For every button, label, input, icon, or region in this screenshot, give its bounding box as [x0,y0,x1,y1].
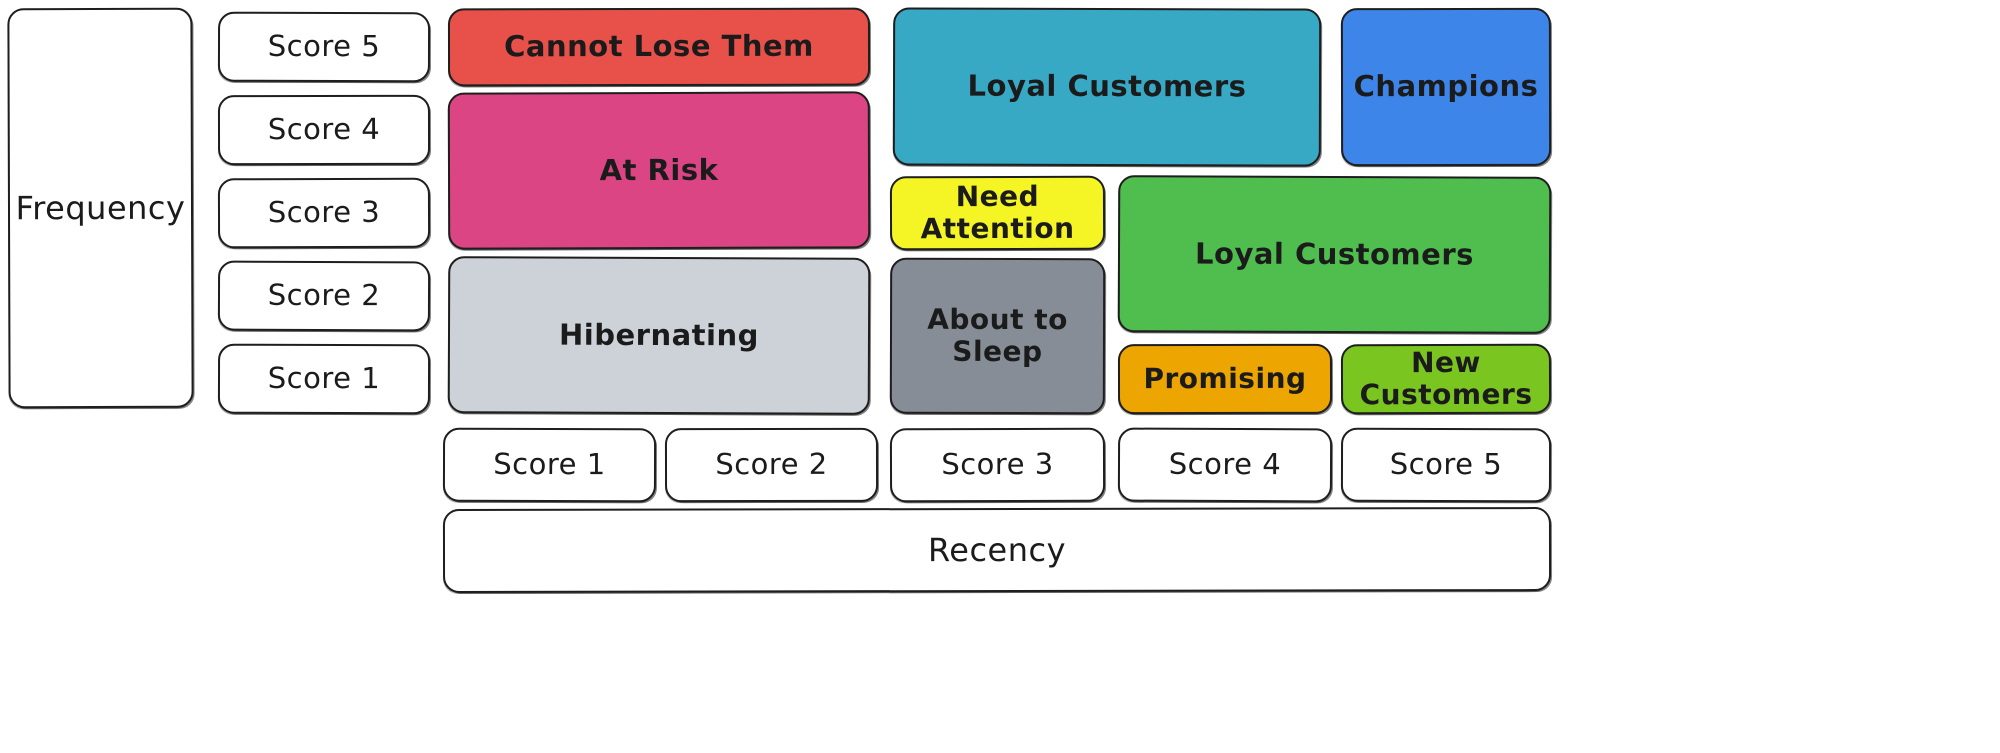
recency-score-1-label: Score 1 [493,447,606,482]
segment-champions-label: Champions [1353,69,1539,104]
segment-cannot-lose-them-label: Cannot Lose Them [504,29,814,64]
segment-loyal-customers-green[interactable]: Loyal Customers [1117,175,1552,334]
recency-axis-label-text: Recency [927,530,1067,569]
recency-score-3-label: Score 3 [941,447,1054,482]
recency-score-1[interactable]: Score 1 [442,427,657,503]
frequency-score-2[interactable]: Score 2 [217,260,431,332]
recency-axis-label: Recency [442,507,1552,593]
segment-need-attention[interactable]: Need Attention [889,175,1106,251]
segment-cannot-lose-them[interactable]: Cannot Lose Them [447,7,871,87]
frequency-score-4[interactable]: Score 4 [217,94,431,166]
segment-at-risk[interactable]: At Risk [447,91,871,250]
segment-promising[interactable]: Promising [1117,343,1333,415]
segment-hibernating[interactable]: Hibernating [447,256,871,415]
frequency-score-1[interactable]: Score 1 [217,343,431,415]
recency-score-5-label: Score 5 [1389,447,1503,482]
segment-hibernating-label: Hibernating [559,317,760,353]
recency-score-5[interactable]: Score 5 [1340,427,1552,503]
recency-score-3[interactable]: Score 3 [889,427,1106,503]
frequency-score-1-label: Score 1 [267,361,381,396]
recency-score-4-label: Score 4 [1168,447,1282,482]
segment-champions[interactable]: Champions [1340,7,1552,167]
segment-about-to-sleep-label: About to Sleep [927,302,1068,369]
segment-new-customers[interactable]: New Customers [1340,343,1552,415]
recency-score-2-label: Score 2 [715,447,828,482]
segment-new-customers-label: New Customers [1359,345,1533,412]
frequency-axis-label-text: Frequency [15,188,186,227]
frequency-score-5[interactable]: Score 5 [217,11,431,83]
segment-at-risk-label: At Risk [599,152,719,188]
frequency-score-4-label: Score 4 [267,112,381,147]
segment-promising-label: Promising [1143,361,1307,396]
segment-loyal-customers-green-label: Loyal Customers [1195,236,1474,272]
frequency-score-2-label: Score 2 [267,278,381,313]
recency-score-4[interactable]: Score 4 [1117,427,1333,503]
frequency-score-3[interactable]: Score 3 [217,177,431,249]
frequency-axis-label: Frequency [7,7,194,409]
segment-loyal-customers-teal-label: Loyal Customers [967,68,1247,104]
segment-loyal-customers-teal[interactable]: Loyal Customers [892,7,1322,167]
recency-score-2[interactable]: Score 2 [664,427,879,503]
segment-about-to-sleep[interactable]: About to Sleep [889,257,1106,415]
segment-need-attention-label: Need Attention [920,179,1075,246]
frequency-score-5-label: Score 5 [267,29,381,64]
frequency-score-3-label: Score 3 [267,195,381,230]
